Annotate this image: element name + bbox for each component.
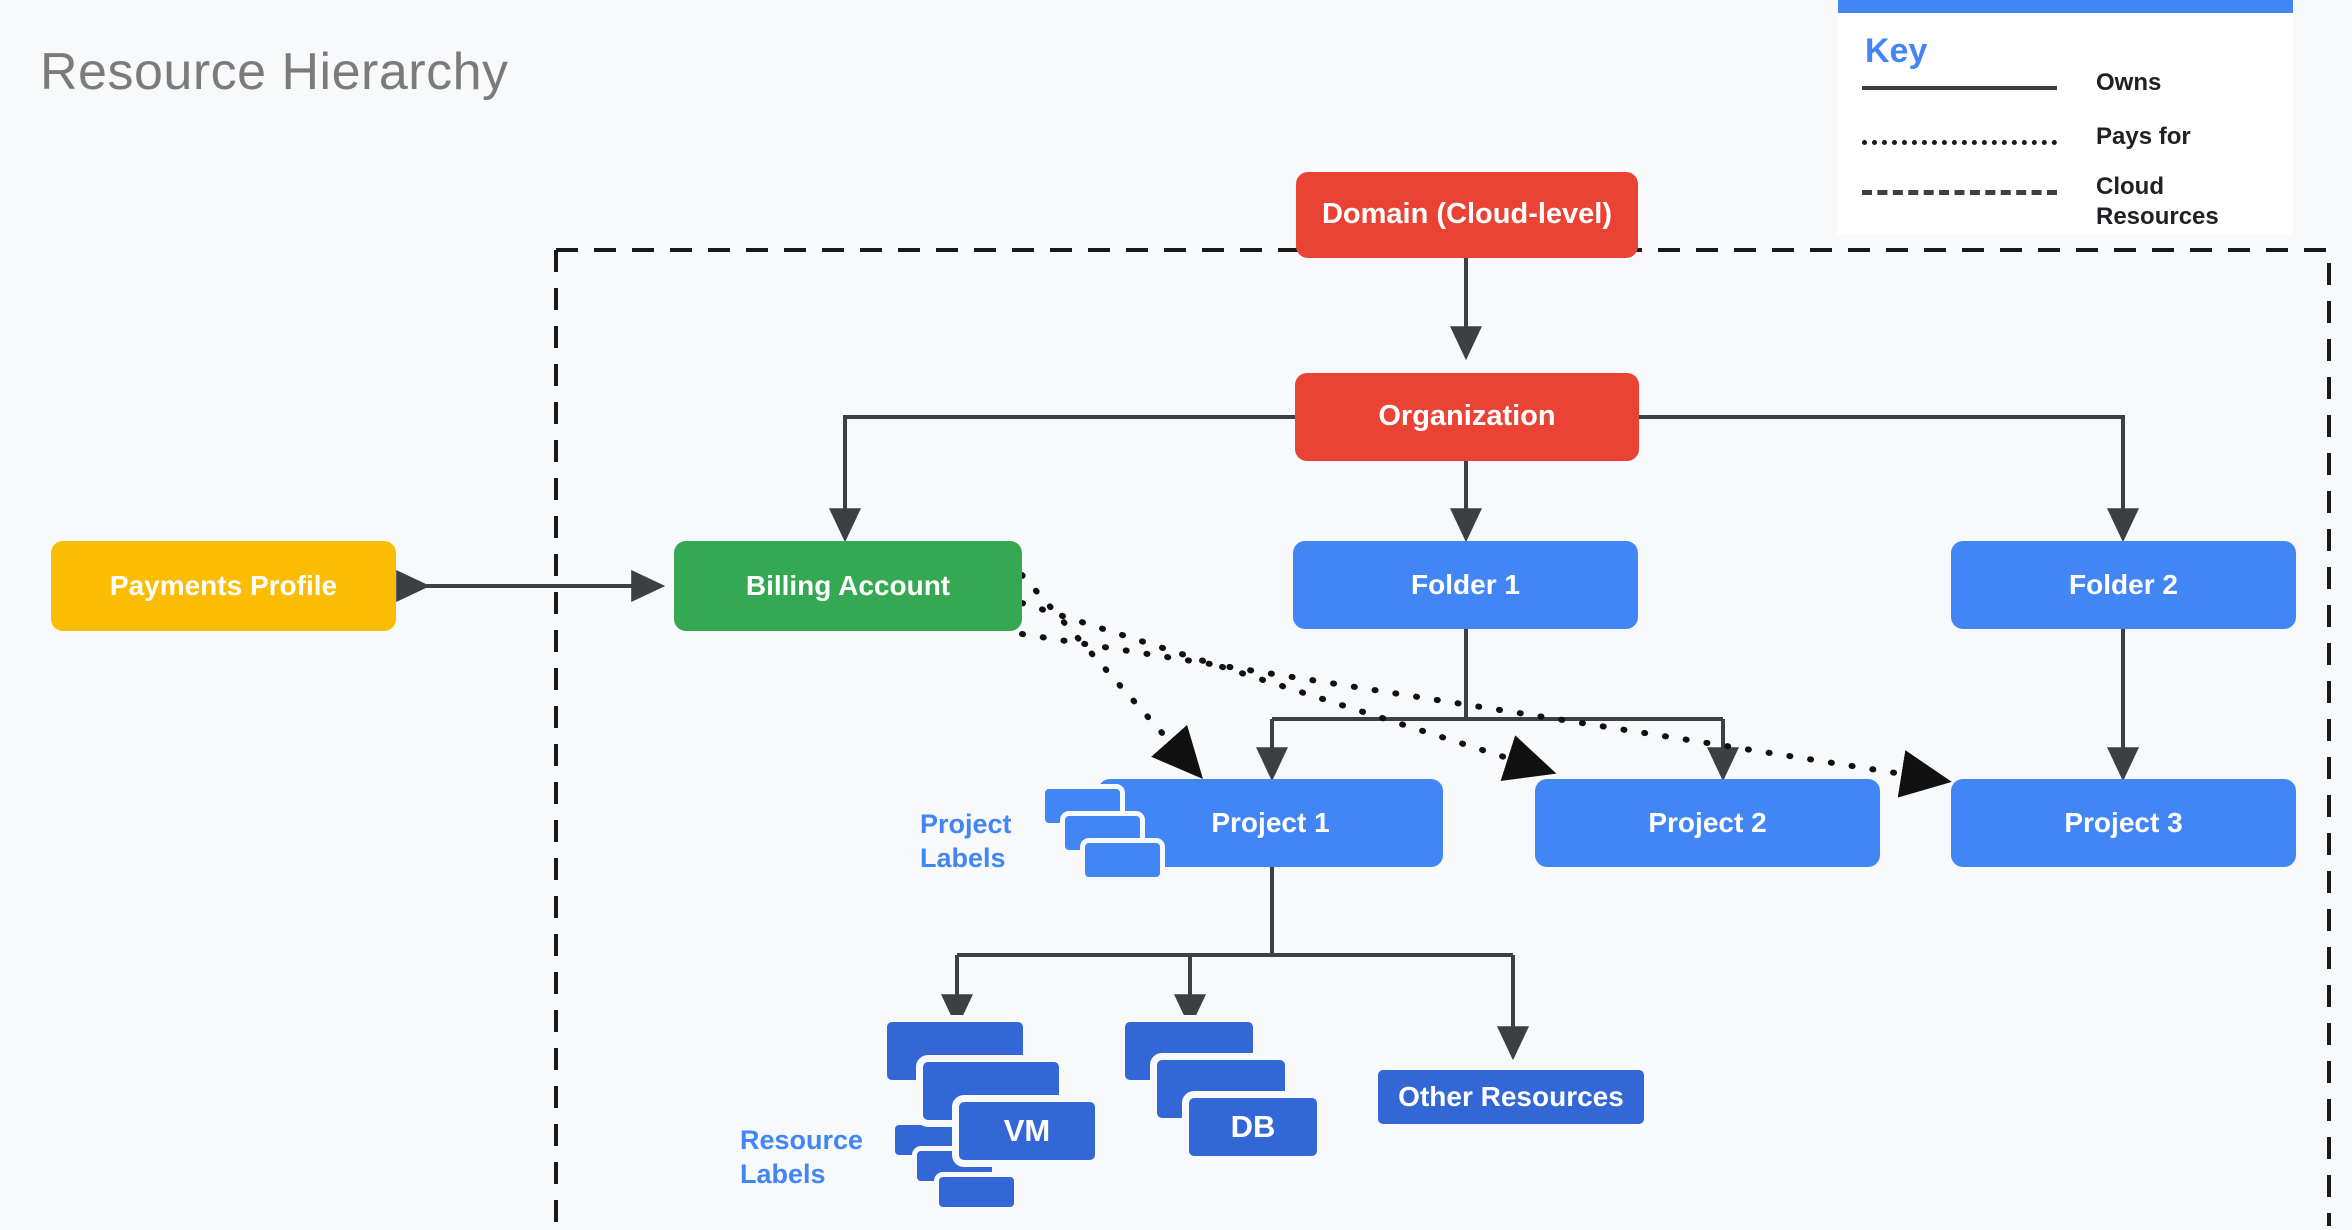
resource-labels-caption: Resource Labels — [740, 1124, 910, 1192]
project-labels-tag-stack — [1040, 784, 1170, 894]
node-payments-profile[interactable]: Payments Profile — [51, 541, 396, 631]
legend-dotted-line-icon — [1862, 140, 2057, 145]
legend-panel: Key Owns Pays for Cloud Resources — [1838, 0, 2293, 235]
legend-label-owns: Owns — [2096, 69, 2162, 96]
project-label-tag-3 — [1080, 838, 1165, 882]
node-other-resources-label: Other Resources — [1398, 1081, 1624, 1112]
page-title: Resource Hierarchy — [40, 43, 509, 101]
resource-labels-line-2: Labels — [740, 1158, 826, 1189]
legend-row-pays-for: Pays for — [1838, 122, 2293, 162]
legend-dashed-line-icon — [1862, 190, 2057, 195]
node-folder-2-label: Folder 2 — [2069, 568, 2178, 600]
node-other-resources[interactable]: Other Resources — [1371, 1063, 1651, 1131]
project-labels-line-1: Project — [920, 809, 1012, 839]
project-labels-line-2: Labels — [920, 842, 1006, 873]
node-folder-2[interactable]: Folder 2 — [1951, 541, 2296, 629]
legend-label-cloud-resources: Cloud Resources — [2096, 173, 2219, 230]
node-folder-1[interactable]: Folder 1 — [1293, 541, 1638, 629]
vm-resource-stack[interactable]: VM — [880, 1015, 1140, 1167]
node-folder-1-label: Folder 1 — [1411, 568, 1520, 600]
vm-card-front[interactable]: VM — [952, 1095, 1102, 1167]
legend-solid-line-icon — [1862, 86, 2057, 90]
node-domain-label: Domain (Cloud-level) — [1321, 198, 1612, 231]
db-card-front[interactable]: DB — [1182, 1091, 1324, 1163]
node-vm-label: VM — [1003, 1113, 1051, 1148]
legend-row-owns: Owns — [1838, 68, 2293, 108]
node-billing-account[interactable]: Billing Account — [674, 541, 1022, 631]
node-organization-label: Organization — [1378, 400, 1556, 433]
node-domain[interactable]: Domain (Cloud-level) — [1296, 172, 1638, 258]
node-project-1-label: Project 1 — [1211, 806, 1330, 838]
legend-accent-bar — [1838, 0, 2293, 13]
node-project-2[interactable]: Project 2 — [1535, 779, 1880, 867]
legend-label-pays-for: Pays for — [2096, 123, 2191, 150]
node-payments-profile-label: Payments Profile — [109, 569, 338, 601]
project-labels-caption: Project Labels — [920, 808, 1060, 876]
resource-labels-line-1: Resource — [740, 1125, 864, 1155]
legend-row-cloud-resources: Cloud Resources — [1838, 172, 2293, 230]
node-billing-account-label: Billing Account — [745, 569, 951, 601]
node-organization[interactable]: Organization — [1295, 373, 1639, 461]
node-project-3[interactable]: Project 3 — [1951, 779, 2296, 867]
node-project-2-label: Project 2 — [1648, 806, 1767, 838]
resource-label-tag-3 — [934, 1172, 1019, 1212]
node-db-label: DB — [1230, 1109, 1276, 1144]
node-project-3-label: Project 3 — [2064, 806, 2183, 838]
db-resource-stack[interactable]: DB — [1118, 1015, 1378, 1163]
legend-heading: Key — [1865, 32, 1928, 70]
